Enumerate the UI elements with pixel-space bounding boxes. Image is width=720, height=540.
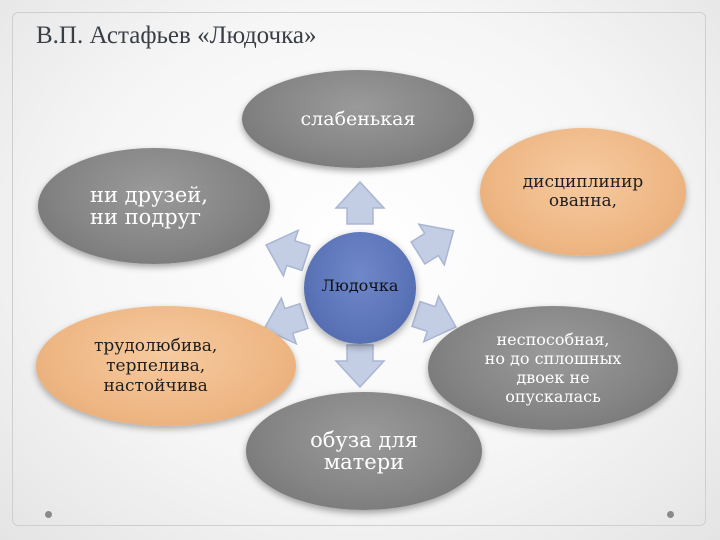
slide-frame [12,12,706,526]
node-top-left: ни друзей, ни подруг [38,148,270,264]
arrow-up-right [410,223,455,267]
arrow-up-left [265,228,311,278]
node-bottom-left-label: трудолюбива, терпелива, настойчива [94,336,218,396]
node-top: слабенькая [242,70,474,168]
arrow-down [334,344,386,389]
node-top-label: слабенькая [300,108,416,130]
node-top-right-label: дисциплинир ованна, [522,172,644,211]
slide-title: В.П. Астафьев «Людочка» [36,22,317,49]
node-top-right: дисциплинир ованна, [480,128,686,256]
node-bottom-left: трудолюбива, терпелива, настойчива [36,306,296,426]
corner-dot-left [45,511,52,518]
node-bottom-label: обуза для матери [310,428,418,474]
node-bottom: обуза для матери [246,392,482,510]
center-node: Людочка [304,232,416,344]
corner-dot-right [667,511,674,518]
node-bottom-right-label: неспособная, но до сплошных двоек не опу… [484,330,622,406]
center-node-label: Людочка [321,276,399,295]
node-top-left-label: ни друзей, ни подруг [90,183,208,229]
arrow-up [334,180,386,225]
arrow-down-right [411,294,457,344]
node-bottom-right: неспособная, но до сплошных двоек не опу… [428,306,678,430]
